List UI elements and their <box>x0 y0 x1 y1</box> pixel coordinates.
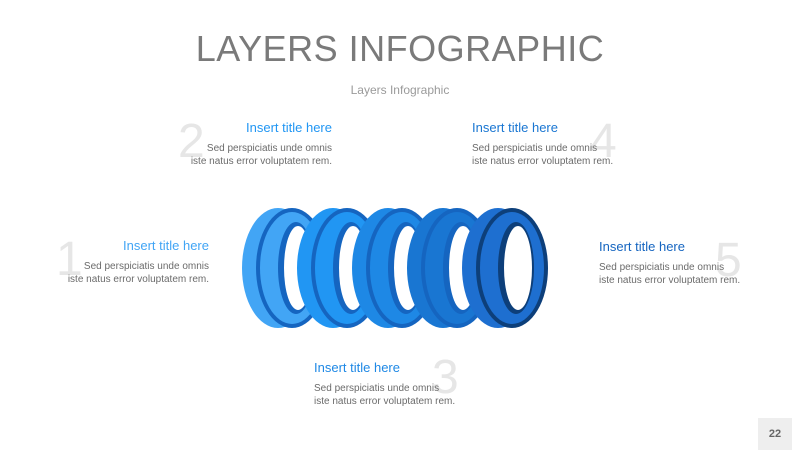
slide-title: LAYERS INFOGRAPHIC <box>195 28 605 69</box>
desc-line: Sed perspiciatis unde omnis <box>472 143 598 154</box>
desc-line: iste natus error voluptatem rem. <box>190 156 332 167</box>
layer-item-3: 3 Insert title here Sed perspiciatis und… <box>314 354 474 408</box>
item-description: Sed perspiciatis unde omnis iste natus e… <box>150 142 332 168</box>
slide-subtitle: Layers Infographic <box>350 83 450 97</box>
desc-line: Sed perspiciatis unde omnis <box>314 383 440 394</box>
item-title: Insert title here <box>472 120 558 135</box>
desc-line: Sed perspiciatis unde omnis <box>83 261 209 272</box>
page-number: 22 <box>758 418 792 450</box>
layer-item-1: 1 Insert title here Sed perspiciatis und… <box>40 233 209 286</box>
layer-item-2: 2 Insert title here Sed perspiciatis und… <box>150 115 332 168</box>
item-description: Sed perspiciatis unde omnis iste natus e… <box>314 382 474 408</box>
desc-line: Sed perspiciatis unde omnis <box>206 143 332 154</box>
item-title: Insert title here <box>246 120 332 135</box>
layer-item-5: 5 Insert title here Sed perspiciatis und… <box>599 234 759 287</box>
layer-item-4: 4 Insert title here Sed perspiciatis und… <box>472 115 632 168</box>
item-description: Sed perspiciatis unde omnis iste natus e… <box>472 142 632 168</box>
item-description: Sed perspiciatis unde omnis iste natus e… <box>40 260 209 286</box>
layer-ring <box>462 208 548 328</box>
item-title: Insert title here <box>123 238 209 253</box>
item-number: 3 <box>432 351 459 404</box>
item-title: Insert title here <box>314 360 400 375</box>
item-number: 5 <box>715 234 742 287</box>
item-number: 2 <box>178 115 205 168</box>
item-number: 1 <box>56 233 83 286</box>
desc-line: Sed perspiciatis unde omnis <box>599 262 725 273</box>
item-number: 4 <box>590 115 617 168</box>
desc-line: iste natus error voluptatem rem. <box>67 274 209 285</box>
desc-line: iste natus error voluptatem rem. <box>599 275 741 286</box>
desc-line: iste natus error voluptatem rem. <box>314 396 456 407</box>
desc-line: iste natus error voluptatem rem. <box>472 156 614 167</box>
item-description: Sed perspiciatis unde omnis iste natus e… <box>599 261 759 287</box>
item-title: Insert title here <box>599 239 685 254</box>
